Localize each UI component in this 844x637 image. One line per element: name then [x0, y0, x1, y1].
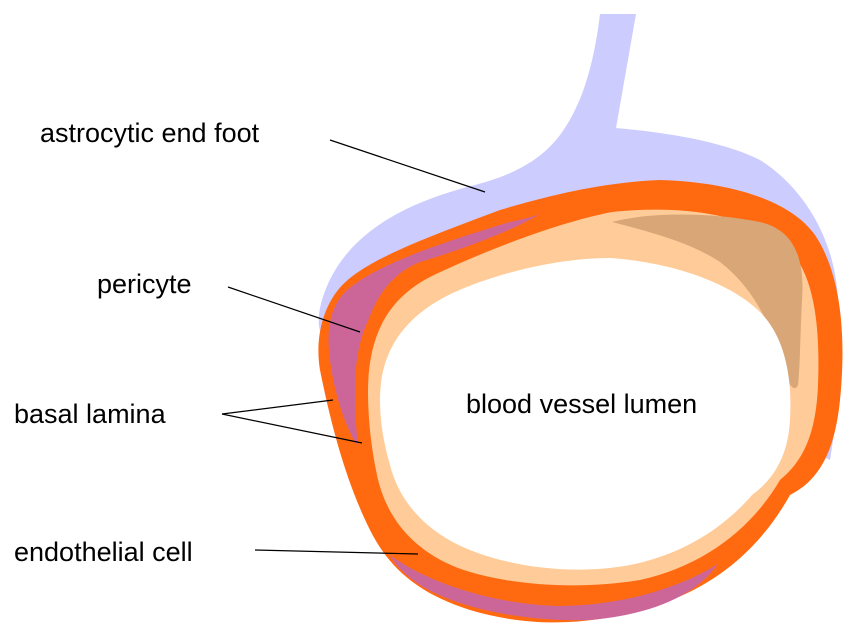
label-basal-lamina: basal lamina: [14, 399, 167, 429]
label-blood-vessel-lumen: blood vessel lumen: [466, 389, 697, 419]
leader-line-basal-lamina-outer: [222, 400, 333, 414]
label-astrocytic-end-foot: astrocytic end foot: [40, 118, 260, 148]
label-endothelial-cell: endothelial cell: [14, 537, 193, 567]
label-pericyte: pericyte: [97, 269, 192, 299]
leader-line-astrocytic-end-foot: [330, 140, 485, 192]
